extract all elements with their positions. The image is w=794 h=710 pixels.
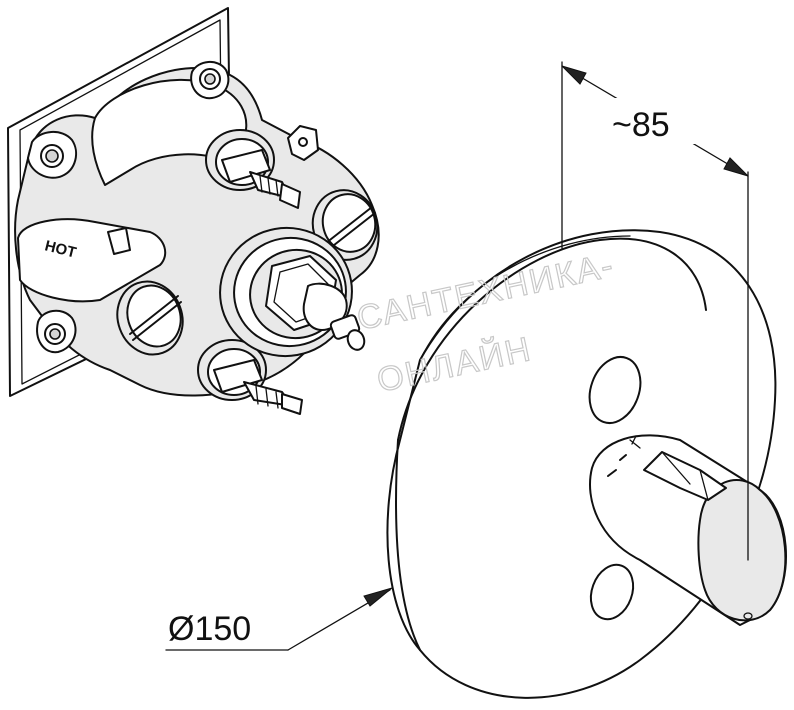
thermostat-handle <box>589 434 787 626</box>
leader-arrow <box>363 587 393 607</box>
left-plug <box>116 280 184 356</box>
upper-hole <box>588 356 642 424</box>
thermostat-cartridge <box>219 226 366 358</box>
arrow-head-right <box>723 157 749 177</box>
lower-hole <box>589 563 635 621</box>
depth-label: ~85 <box>612 106 670 144</box>
diameter-dimension: Ø150 <box>165 587 393 651</box>
valve-body: HOT <box>14 61 380 415</box>
depth-dimension: ~85 <box>561 61 749 561</box>
lower-stop-valve <box>197 339 303 415</box>
upper-stop-valve <box>205 129 301 209</box>
arrow-head-left <box>561 65 587 85</box>
trim-rosette <box>386 229 787 699</box>
diameter-label: Ø150 <box>168 610 251 648</box>
